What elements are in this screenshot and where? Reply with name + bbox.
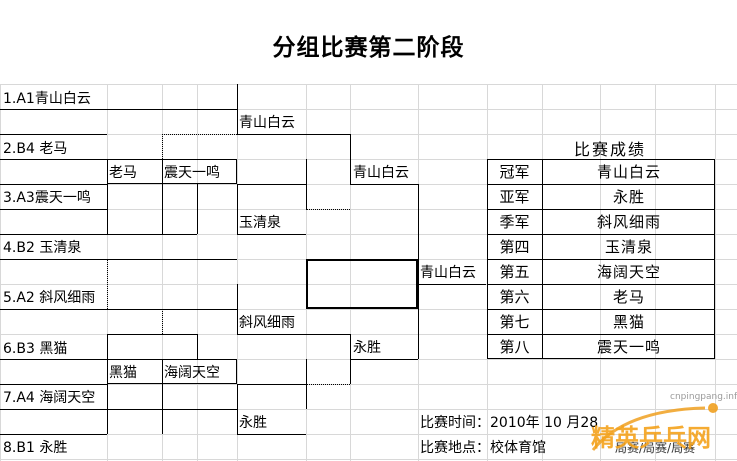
round1-entry-3: 3.A3震天一鸣 <box>3 190 91 206</box>
watermark-url: cnpingpang.info <box>670 392 737 402</box>
round1-entry-2: 2.B4 老马 <box>3 141 68 157</box>
results-rank-8: 第八 <box>499 338 530 356</box>
results-title: 比赛成绩 <box>573 140 646 159</box>
results-rank-7: 第七 <box>499 313 530 331</box>
results-name-6: 老马 <box>612 288 645 306</box>
semi-winner-2: 永胜 <box>353 340 381 356</box>
results-rank-1: 冠军 <box>499 163 530 181</box>
losers-match-2-right: 海阔天空 <box>164 365 220 381</box>
round1-entry-5: 5.A2 斜风细雨 <box>3 290 96 306</box>
results-name-3: 斜风细雨 <box>596 213 661 231</box>
losers-match-1-right: 震天一鸣 <box>164 165 220 181</box>
round1-entry-7: 7.A4 海阔天空 <box>3 390 96 406</box>
round2-winner-3: 斜风细雨 <box>239 315 295 331</box>
round1-entry-8: 8.B1 永胜 <box>3 440 68 456</box>
results-name-5: 海阔天空 <box>596 263 661 281</box>
final-winner: 青山白云 <box>420 265 476 281</box>
results-name-1: 青山白云 <box>596 163 661 181</box>
page-title: 分组比赛第二阶段 <box>272 34 465 61</box>
round1-entry-6: 6.B3 黑猫 <box>3 341 68 357</box>
results-name-4: 玉清泉 <box>604 238 653 256</box>
round2-winner-2: 玉清泉 <box>239 215 281 231</box>
results-rank-2: 亚军 <box>499 188 530 206</box>
round2-winner-1: 青山白云 <box>239 115 295 131</box>
semi-winner-1: 青山白云 <box>353 165 409 181</box>
results-rank-4: 第四 <box>499 238 530 256</box>
results-rank-5: 第五 <box>499 263 530 281</box>
match-time-value: 2010年 10 月28 <box>490 415 599 431</box>
match-venue-label: 比赛地点： <box>420 440 490 456</box>
round1-entry-4: 4.B2 玉清泉 <box>3 240 82 256</box>
results-rank-3: 季军 <box>499 213 530 231</box>
round2-winner-4: 永胜 <box>239 415 267 431</box>
losers-match-1-left: 老马 <box>109 165 137 181</box>
losers-match-2-left: 黑猫 <box>109 365 137 381</box>
results-name-7: 黑猫 <box>612 313 645 331</box>
watermark-logo-text: 精英乒乓网 <box>591 424 711 452</box>
match-time-label: 比赛时间： <box>420 415 490 431</box>
match-venue-value: 校体育馆 <box>490 440 546 456</box>
footer-trailing-text: 局赛/局赛/局赛 <box>615 441 696 455</box>
results-rank-6: 第六 <box>499 288 530 306</box>
results-name-2: 永胜 <box>612 188 645 206</box>
results-name-8: 震天一鸣 <box>596 338 661 356</box>
round1-entry-1: 1.A1青山白云 <box>3 91 91 107</box>
watermark-logo-icon: 精英乒乓网 <box>591 403 718 452</box>
